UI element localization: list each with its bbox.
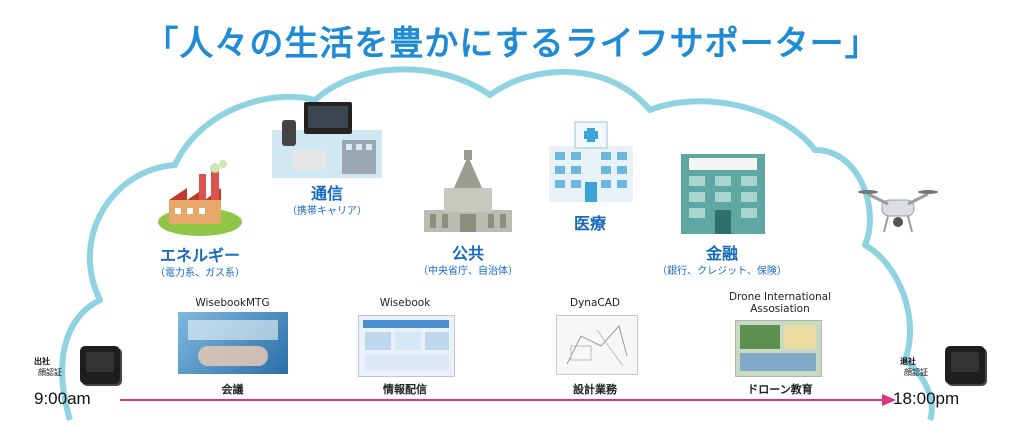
sector-sub-telecom: （携帯キャリア） bbox=[287, 206, 367, 217]
start-heading: 出社 bbox=[34, 357, 50, 366]
bank-icon bbox=[681, 154, 765, 234]
face-recognition-terminal-start-icon bbox=[80, 346, 120, 384]
face-recognition-terminal-end-icon bbox=[945, 346, 985, 384]
government-building-icon bbox=[424, 150, 512, 232]
drone-icon bbox=[858, 190, 938, 233]
hospital-icon bbox=[549, 121, 633, 202]
start-block: 出社 顔認証 bbox=[34, 356, 62, 378]
sector-label-energy: エネルギー bbox=[159, 246, 240, 265]
sector-label-telecom: 通信 bbox=[310, 184, 343, 203]
sector-label-finance: 金融 bbox=[705, 244, 738, 263]
sector-label-public: 公共 bbox=[451, 244, 484, 263]
page-title: 「人々の生活を豊かにするライフサポーター」 bbox=[144, 24, 880, 64]
app-caption-drone-education: ドローン教育 bbox=[747, 383, 813, 396]
dynacad-thumbnail bbox=[556, 315, 638, 375]
timeline-arrow bbox=[120, 394, 896, 406]
end-sub: 顔認証 bbox=[904, 368, 928, 377]
end-time: 18:00pm bbox=[893, 389, 960, 408]
telecom-icon bbox=[272, 102, 382, 178]
sector-sub-energy: （電力系、ガス系） bbox=[155, 268, 245, 279]
app-caption-design-work: 設計業務 bbox=[573, 383, 617, 396]
factory-icon bbox=[158, 160, 242, 236]
wisebook-thumbnail bbox=[358, 315, 455, 377]
sector-sub-finance: （銀行、クレジット、保険） bbox=[657, 266, 787, 277]
end-heading: 退社 bbox=[900, 357, 916, 366]
sector-label-medical: 医療 bbox=[573, 214, 606, 233]
app-title-wisebook: Wisebook bbox=[379, 297, 431, 309]
app-title-dynacad: DynaCAD bbox=[570, 297, 620, 309]
sector-sub-public: （中央省庁、自治体） bbox=[418, 266, 518, 277]
drone-education-thumbnail bbox=[735, 320, 822, 377]
start-time: 9:00am bbox=[34, 389, 91, 408]
app-title-wisebookmtg: WisebookMTG bbox=[195, 297, 270, 309]
app-title-drone-association: Drone International Assosiation bbox=[728, 291, 832, 315]
start-sub: 顔認証 bbox=[38, 368, 62, 377]
app-caption-meeting: 会議 bbox=[221, 383, 244, 396]
app-caption-info-delivery: 情報配信 bbox=[383, 383, 427, 396]
end-block: 退社 顔認証 bbox=[900, 356, 928, 378]
wisebookmtg-thumbnail bbox=[178, 312, 288, 374]
